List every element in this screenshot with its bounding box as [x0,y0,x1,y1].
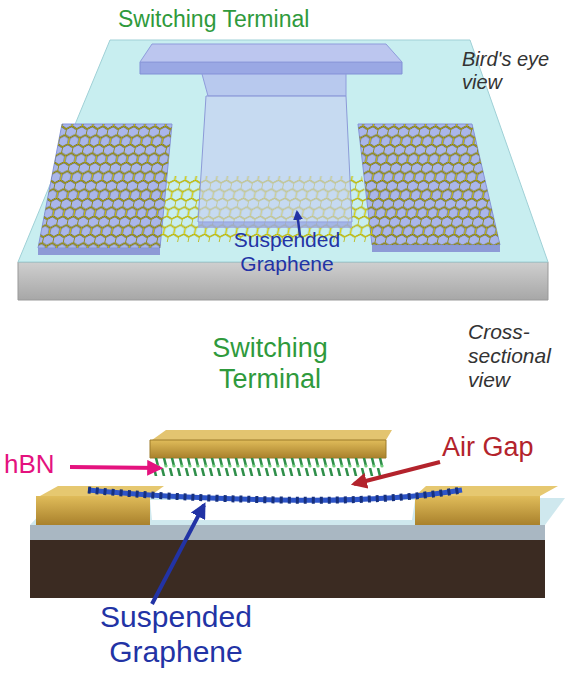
terminal-plate-edge [198,222,352,228]
graphene-label: Suspended Graphene [66,600,286,669]
substrate-bulk [30,540,545,598]
left-electrode-graphene [38,124,172,248]
terminal-label: Switching Terminal [180,333,360,395]
leader-arrow [152,505,204,604]
terminal-front [150,440,386,458]
left-electrode-edge [38,248,160,255]
terminal-label: Switching Terminal [118,6,378,32]
left-electrode [38,124,172,248]
oxide-layer [30,525,545,540]
right-electrode [358,124,500,245]
view-caption: Bird's eye view [462,48,562,94]
right-electrode-graphene [358,124,500,245]
leader-arrow [354,462,440,484]
view-caption: Cross-sectional view [468,320,572,392]
leader-arrow [70,467,160,468]
gap-label: Air Gap [442,432,582,463]
terminal-top [152,430,392,440]
right-contact-front [415,496,540,525]
terminal-plate [198,96,352,222]
right-electrode-edge [372,245,500,252]
graphene-atoms [88,490,462,500]
terminal-bar-top [140,44,402,62]
left-contact-front [36,496,150,525]
material-label: hBN [4,450,84,480]
graphene-label: Suspended Graphene [222,228,352,276]
terminal-neck [202,74,346,96]
terminal-bar-front [140,62,402,74]
graphene-cross-section [88,490,462,500]
hbn-layer [154,458,384,476]
